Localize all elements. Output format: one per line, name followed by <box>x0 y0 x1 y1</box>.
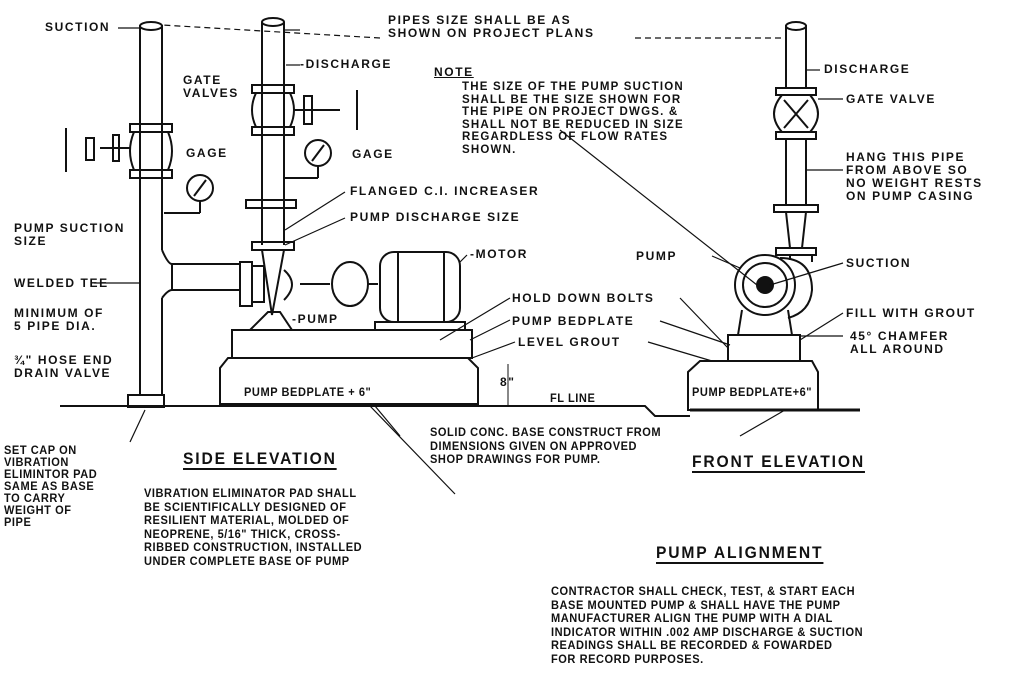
front-discharge-pipe <box>773 21 819 256</box>
gate-valves-label: GATE VALVES <box>183 73 239 100</box>
gage-label-left: GAGE <box>186 146 228 160</box>
hose-end-drain-label: ¾" HOSE END DRAIN VALVE <box>14 353 114 380</box>
note-heading: NOTE <box>434 65 474 79</box>
suction-pipe <box>65 21 240 408</box>
vibration-pad-note: VIBRATION ELIMINATOR PAD SHALL BE SCIENT… <box>144 486 363 568</box>
front-discharge-label: DISCHARGE <box>824 62 911 76</box>
leader-lines <box>94 24 844 495</box>
hold-down-bolts-label: HOLD DOWN BOLTS <box>512 291 655 305</box>
pump-suction-size-label: PUMP SUCTION SIZE <box>14 221 125 248</box>
solid-base-note: SOLID CONC. BASE CONSTRUCT FROM DIMENSIO… <box>430 425 662 466</box>
discharge-pipe <box>245 17 358 316</box>
pump-discharge-size-label: PUMP DISCHARGE SIZE <box>350 210 521 224</box>
front-pump-label: PUMP <box>636 249 678 263</box>
front-suction-label: SUCTION <box>846 256 912 270</box>
pump-bedplate-label: PUMP BEDPLATE <box>512 314 635 328</box>
side-concrete-base <box>60 357 690 417</box>
front-pump-volute <box>687 254 860 412</box>
note-text: THE SIZE OF THE PUMP SUCTION SHALL BE TH… <box>462 81 684 156</box>
hang-pipe-note: HANG THIS PIPE FROM ABOVE SO NO WEIGHT R… <box>846 150 983 203</box>
front-bedplate-dimension: PUMP BEDPLATE+6" <box>692 385 813 399</box>
flanged-increaser-label: FLANGED C.I. INCREASER <box>350 184 540 198</box>
minimum-pipe-dia-label: MINIMUM OF 5 PIPE DIA. <box>14 306 104 333</box>
side-elevation-title: SIDE ELEVATION <box>183 449 337 470</box>
height-dimension: 8" <box>500 375 516 389</box>
gage-label-right: GAGE <box>352 147 394 161</box>
side-gages <box>164 139 332 214</box>
pump-alignment-title: PUMP ALIGNMENT <box>656 543 824 564</box>
pipe-size-note: PIPES SIZE SHALL BE AS SHOWN ON PROJECT … <box>388 13 595 40</box>
set-cap-note: SET CAP ON VIBRATION ELIMINTOR PAD SAME … <box>4 443 98 529</box>
pump-alignment-text: CONTRACTOR SHALL CHECK, TEST, & START EA… <box>551 584 864 666</box>
front-elevation-title: FRONT ELEVATION <box>692 452 865 473</box>
welded-tee-label: WELDED TEE <box>14 276 109 290</box>
chamfer-label: 45° CHAMFER ALL AROUND <box>850 329 950 356</box>
fill-with-grout-label: FILL WITH GROUT <box>846 306 976 320</box>
fl-line-label: FL LINE <box>550 391 596 405</box>
side-bedplate-dimension: PUMP BEDPLATE + 6" <box>244 385 372 399</box>
pump-label-side: -PUMP <box>292 312 339 326</box>
side-pump-and-motor <box>231 251 473 359</box>
suction-label: SUCTION <box>45 20 111 34</box>
level-grout-label: LEVEL GROUT <box>518 335 621 349</box>
front-gate-valve-label: GATE VALVE <box>846 92 937 106</box>
motor-label: -MOTOR <box>470 247 529 261</box>
discharge-label: -DISCHARGE <box>300 57 393 71</box>
